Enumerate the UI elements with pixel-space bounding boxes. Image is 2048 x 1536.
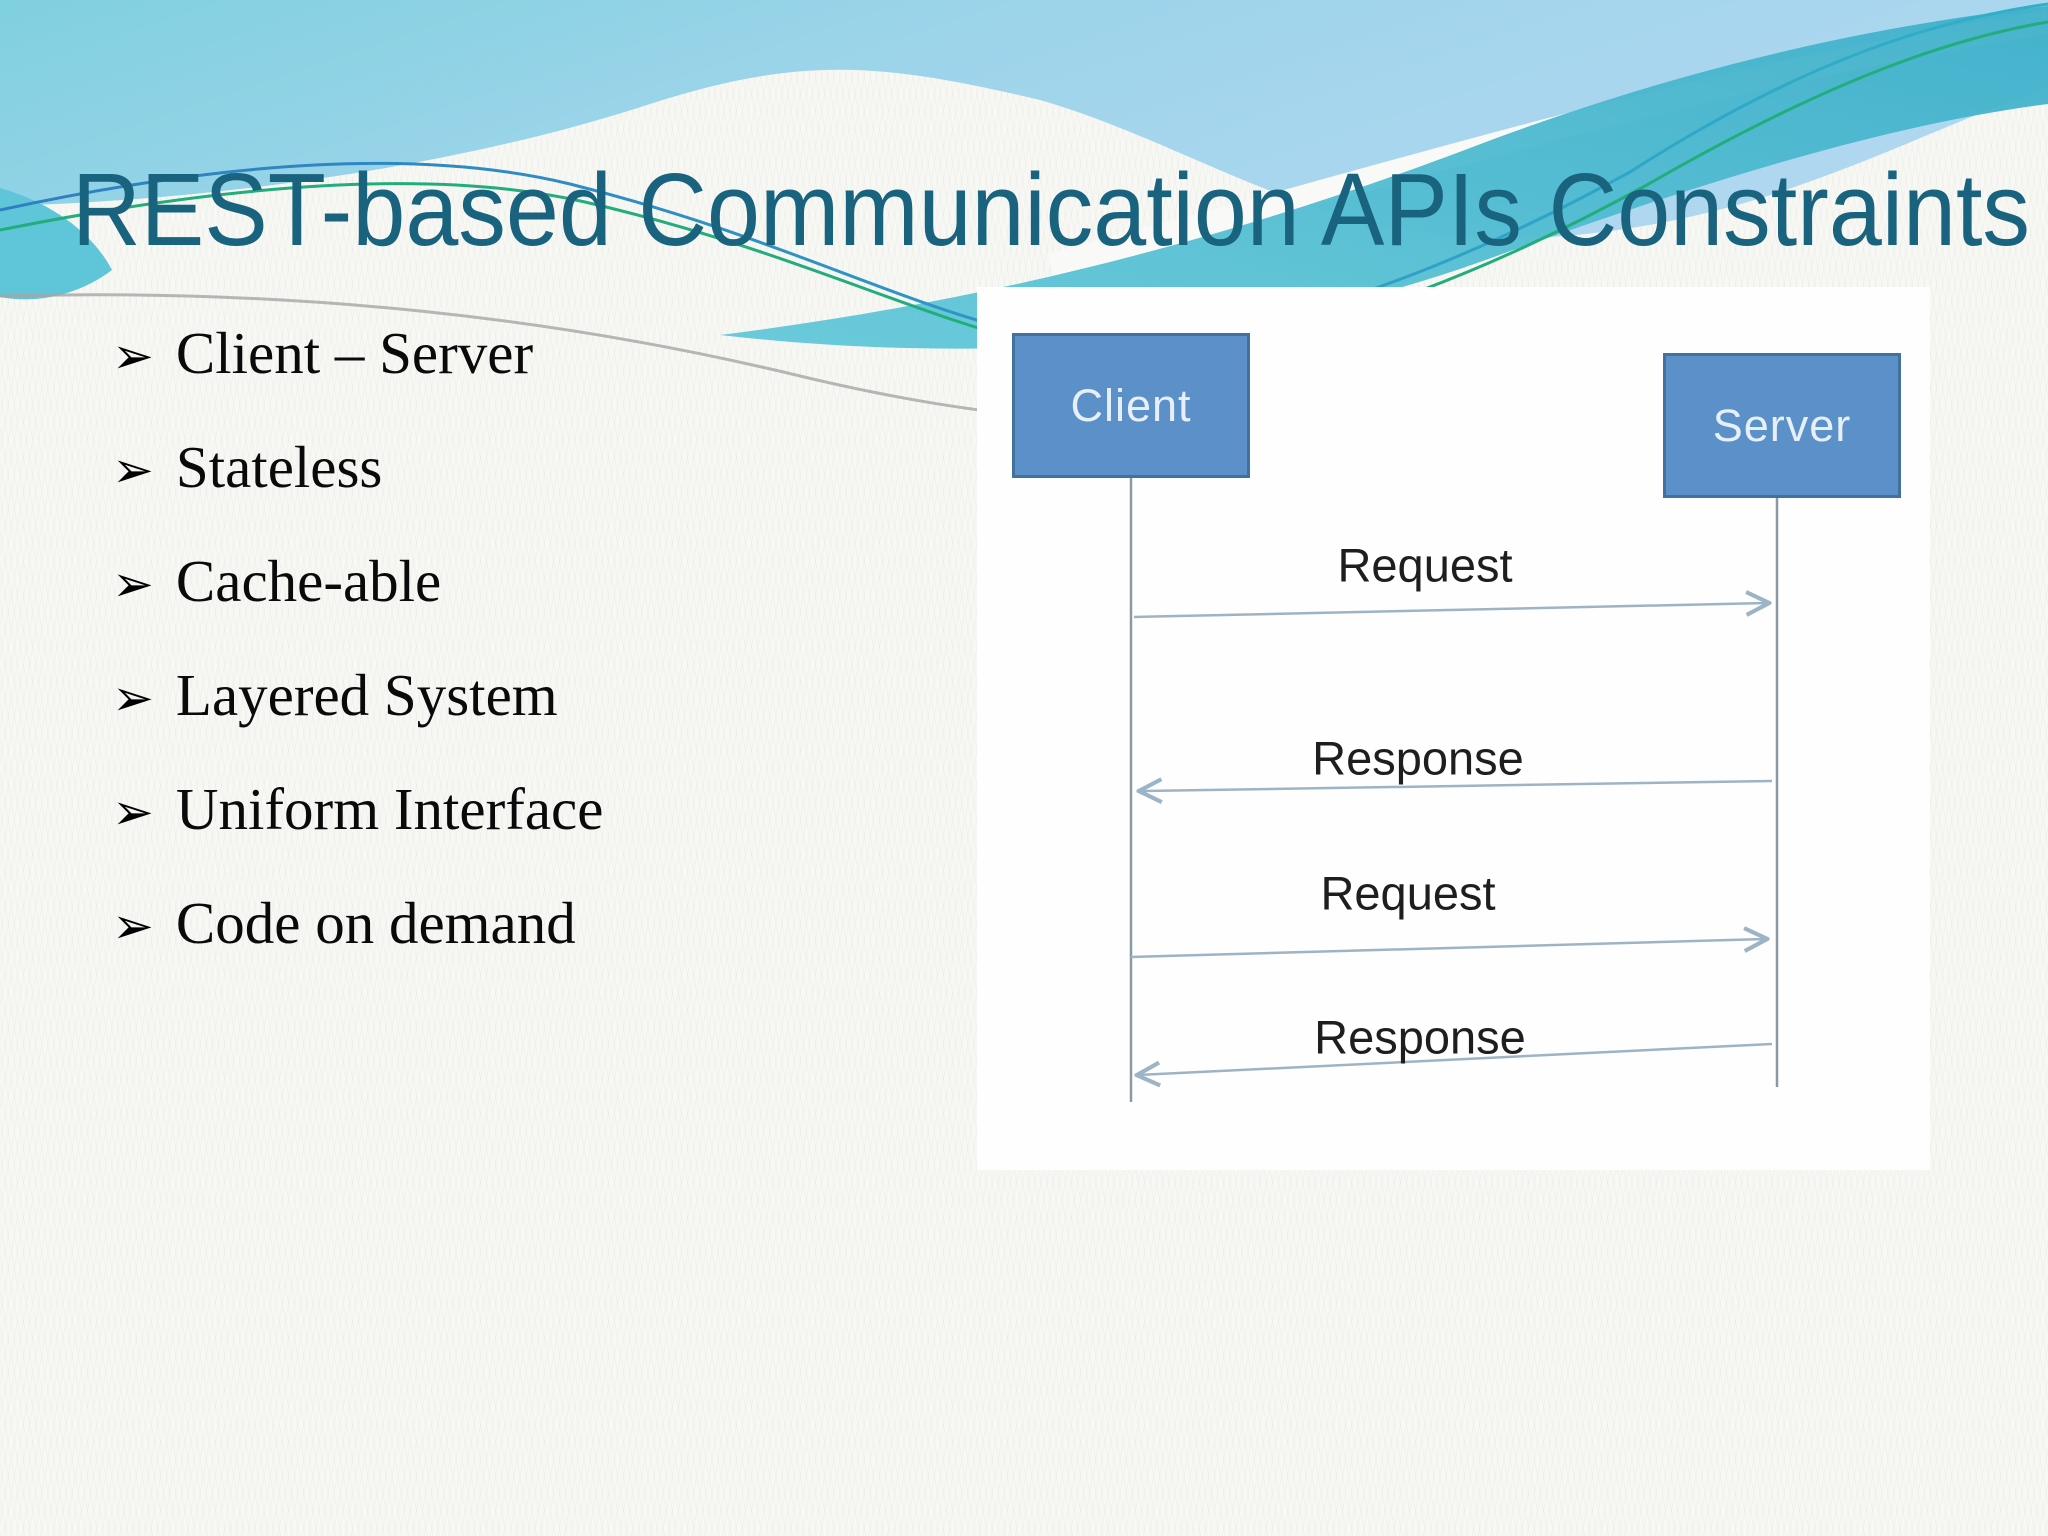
corner-wedge-wave (0, 188, 112, 300)
message-label-response-2: Response (1314, 1010, 1526, 1064)
arrow-bullet-icon: ➢ (112, 555, 154, 613)
sky-gradient-wave (0, 0, 2048, 239)
bullet-label: Code on demand (175, 890, 576, 956)
slide-title: REST-based Communication APIs Constraint… (72, 152, 2030, 267)
message-label-request-2: Request (1320, 866, 1496, 920)
actor-client-box: Client (1012, 333, 1250, 478)
bullet-item-uniform-interface: ➢ Uniform Interface (112, 752, 603, 866)
bullet-item-code-on-demand: ➢ Code on demand (112, 866, 603, 980)
bullet-item-stateless: ➢ Stateless (112, 410, 603, 524)
bullet-label: Stateless (175, 434, 383, 500)
bullet-label: Layered System (175, 662, 558, 728)
bullet-label: Cache-able (175, 548, 442, 614)
actor-client-label: Client (1070, 379, 1192, 431)
message-label-response-1: Response (1312, 731, 1524, 785)
bullet-label: Client – Server (175, 320, 534, 386)
arrow-bullet-icon: ➢ (112, 441, 154, 499)
actor-server-box: Server (1663, 353, 1901, 498)
arrow-bullet-icon: ➢ (112, 327, 154, 385)
message-arrow-request-1 (1133, 603, 1767, 619)
arrow-bullet-icon: ➢ (112, 669, 154, 727)
message-arrow-response-1 (1141, 781, 1773, 791)
bullet-label: Uniform Interface (175, 776, 604, 842)
bullet-item-layered-system: ➢ Layered System (112, 638, 603, 752)
white-sliver-wave (1047, 10, 2048, 277)
message-label-request-1: Request (1337, 538, 1513, 592)
constraints-bullet-list: ➢ Client – Server ➢ Stateless ➢ Cache-ab… (112, 296, 603, 980)
arrow-bullet-icon: ➢ (112, 783, 154, 841)
actor-server-label: Server (1712, 399, 1852, 451)
diagram-connectors (1129, 478, 1779, 1102)
bullet-item-client-server: ➢ Client – Server (112, 296, 603, 410)
message-arrow-request-2 (1130, 939, 1765, 959)
bullet-item-cache-able: ➢ Cache-able (112, 524, 603, 638)
arrow-bullet-icon: ➢ (112, 897, 154, 955)
sequence-diagram-panel: Client Server Request Response Request R… (977, 287, 1930, 1170)
message-arrow-response-2 (1139, 1042, 1773, 1075)
